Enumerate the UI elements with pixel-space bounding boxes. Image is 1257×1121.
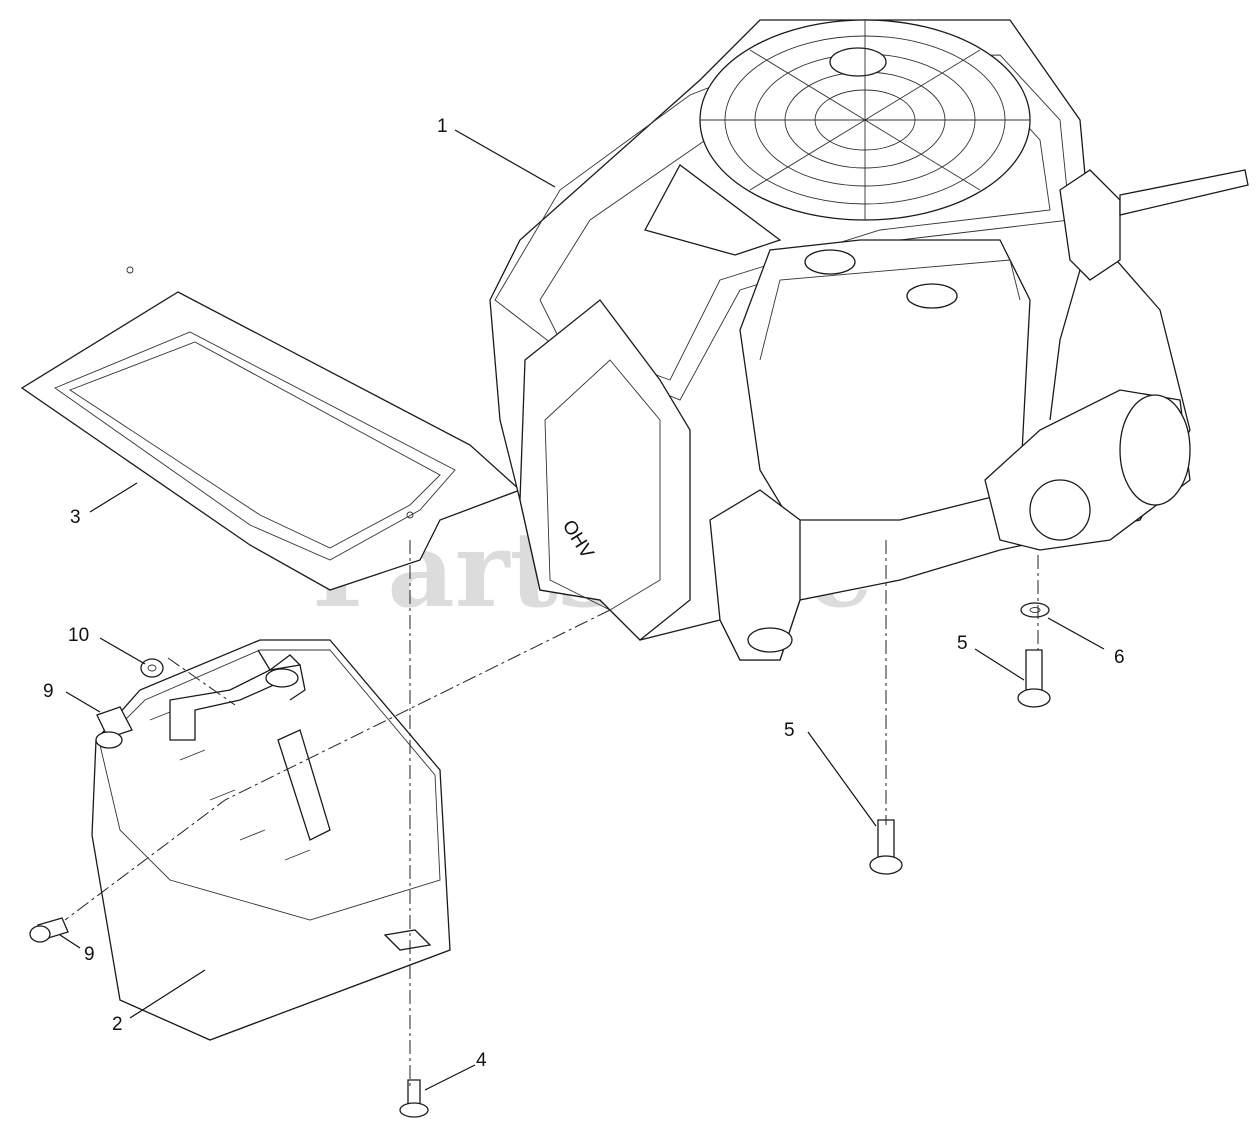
callout-5-right: 5 (957, 633, 968, 654)
callout-10: 10 (68, 625, 89, 646)
callout-9-lower: 9 (84, 944, 95, 965)
callout-5-center: 5 (784, 720, 795, 741)
bolt-9-lower[interactable] (29, 917, 69, 943)
callout-1: 1 (437, 116, 448, 137)
callout-leaders (59, 129, 1105, 1091)
engine-part[interactable]: OHV (489, 19, 1249, 661)
washer-6[interactable] (1020, 602, 1050, 618)
callout-6: 6 (1114, 647, 1125, 668)
callout-2: 2 (112, 1014, 123, 1035)
bolt-4[interactable] (399, 1079, 429, 1118)
bolt-9-upper[interactable] (95, 706, 133, 749)
muffler-part[interactable] (91, 639, 451, 1041)
bolt-5-center[interactable] (869, 819, 903, 875)
heat-shield-part[interactable] (20, 266, 522, 591)
bolt-5-right[interactable] (1017, 649, 1051, 708)
assembly-lines (64, 540, 1039, 1090)
washer-10[interactable] (140, 658, 164, 678)
callout-9-upper: 9 (43, 681, 54, 702)
callout-3: 3 (70, 507, 81, 528)
callout-4: 4 (476, 1050, 487, 1071)
